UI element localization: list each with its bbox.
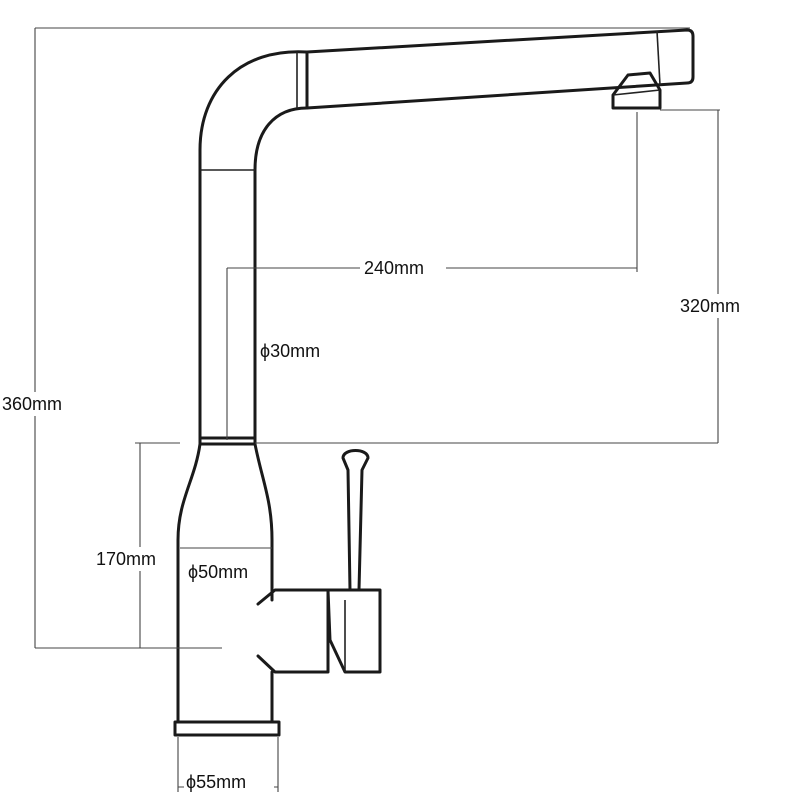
dimension-labels: 240mm 320mm 360mm ϕ30mm 170mm ϕ50mm ϕ55m… [0,256,760,794]
handle-housing [256,588,330,674]
lever-block [326,588,382,674]
label-spout-height: 320mm [680,296,740,316]
label-spout-reach: 240mm [364,258,424,278]
spout-head [305,28,695,110]
label-total-height: 360mm [2,394,62,414]
faucet-drawing [173,28,695,737]
label-body-diameter: ϕ50mm [188,562,248,582]
label-base-diameter: ϕ55mm [186,772,246,792]
label-tube-diameter: ϕ30mm [260,341,320,361]
label-body-height: 170mm [96,549,156,569]
dimension-lines [34,27,720,792]
base-flange [173,720,281,737]
spout-neck [198,50,309,442]
lever-handle [341,449,370,592]
faucet-body [176,442,274,724]
